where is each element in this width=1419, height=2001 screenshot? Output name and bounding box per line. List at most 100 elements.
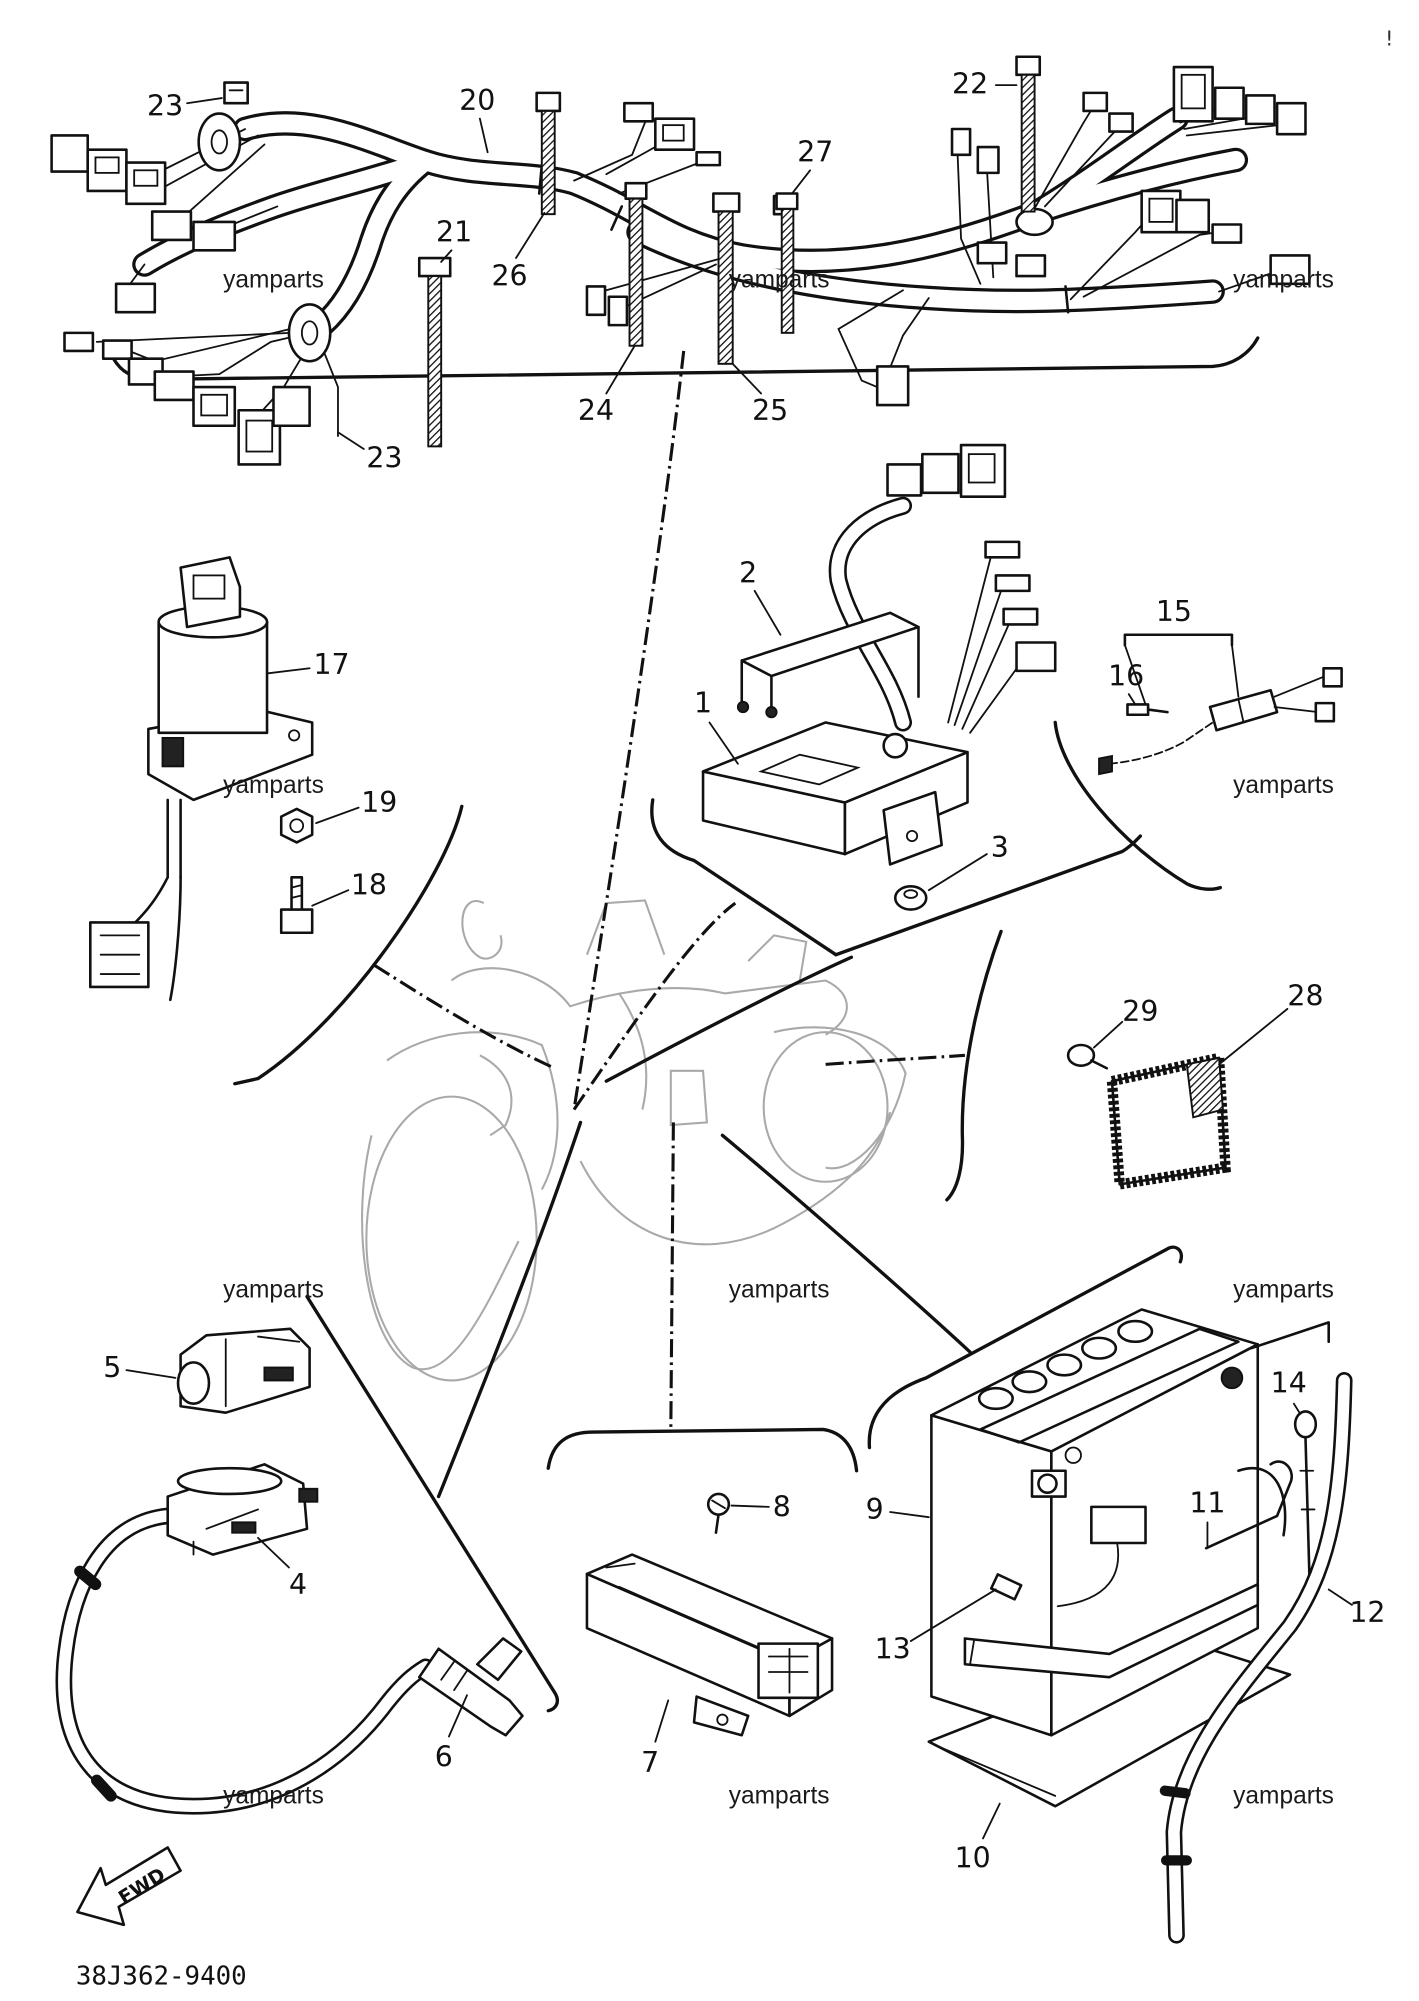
bolt-18: [279, 876, 314, 935]
callout-4: 4: [289, 1568, 307, 1601]
cable-tie-21: [417, 256, 452, 448]
callout-14: 14: [1271, 1367, 1307, 1400]
callout-9: 9: [866, 1493, 884, 1526]
ignitor-location-leader: [669, 1122, 675, 1433]
cable-tie-27: [775, 192, 799, 334]
nut-19: [279, 807, 314, 844]
leader-line: [478, 117, 489, 154]
battery-9: [930, 1308, 1260, 1737]
callout-19: 19: [361, 786, 397, 819]
leader-line: [982, 1802, 1001, 1840]
cable-tie-26: [535, 91, 562, 216]
leader-line: [1218, 1007, 1289, 1066]
grommet: [287, 303, 332, 363]
callout-13: 13: [875, 1632, 911, 1665]
fuse-holder-15: [1098, 667, 1343, 776]
leader-line: [1093, 1020, 1124, 1049]
screw-29: [1066, 1043, 1109, 1070]
wire-clip: [223, 81, 249, 105]
leader-line: [440, 249, 453, 263]
callout-labels: 23 20 22 27 21 26 24 25 23 2 17 15 16 1 …: [103, 67, 1385, 1874]
battery-location-leader: [720, 1133, 972, 1354]
spark-plug-cap-6: [417, 1637, 524, 1737]
watermark: yamparts: [1233, 1277, 1334, 1304]
switch-location-leader: [373, 963, 556, 1070]
watermark: yamparts: [729, 1277, 830, 1304]
callout-27: 27: [797, 136, 833, 169]
callout-21: 21: [436, 216, 472, 249]
callout-17: 17: [313, 648, 349, 681]
callout-28: 28: [1287, 979, 1323, 1012]
relay-unit-wiring: [828, 443, 1057, 734]
callout-15: 15: [1156, 595, 1192, 628]
callout-25: 25: [752, 394, 788, 427]
battery-callout-bracket: [1250, 1321, 1330, 1350]
coil-location-leader: [436, 1120, 583, 1499]
watermark: yamparts: [223, 1782, 324, 1809]
leader-line: [791, 169, 812, 195]
leader-line: [753, 589, 782, 636]
nut-3: [893, 885, 928, 911]
cdi-location-leader: [572, 901, 737, 1111]
callout-2: 2: [739, 556, 757, 589]
callout-26: 26: [491, 260, 527, 293]
callout-23: 23: [366, 441, 402, 474]
watermark: yamparts: [1233, 772, 1334, 799]
rectifier-section-bracket: [945, 929, 1003, 1202]
harness-location-leader: [572, 350, 686, 1110]
leader-line: [730, 1504, 770, 1508]
leader-line: [257, 1536, 290, 1569]
cable-tie-25: [712, 192, 741, 365]
grommet: [197, 112, 242, 172]
coil-section-bracket: [305, 1294, 559, 1713]
leader-line: [654, 1699, 670, 1743]
callout-1: 1: [694, 687, 712, 720]
callout-16: 16: [1108, 660, 1144, 693]
callout-18: 18: [351, 869, 387, 902]
harness-connectors: [50, 65, 1311, 466]
fuse-callout-bracket: [1123, 633, 1240, 706]
watermark: yamparts: [223, 772, 324, 799]
breather-hose-12: [1159, 1372, 1353, 1944]
leader-line: [605, 344, 636, 395]
ignitor-unit-7: [585, 1553, 834, 1737]
leader-line: [909, 1588, 997, 1642]
leader-line: [186, 97, 223, 105]
watermarks: yamparts yamparts yamparts yamparts yamp…: [223, 266, 1334, 1809]
watermark: yamparts: [729, 1782, 830, 1809]
hose-clamp-13: [989, 1573, 1023, 1601]
bracket-2: [736, 611, 920, 719]
callout-7: 7: [641, 1746, 659, 1779]
callout-24: 24: [578, 394, 614, 427]
motorcycle-frame-outline: [361, 899, 907, 1382]
battery-cover-11: [1204, 1460, 1293, 1550]
battery-band: [963, 1582, 1260, 1679]
diagram-part-code: 38J362-9400: [76, 1961, 247, 1991]
callout-8: 8: [773, 1490, 791, 1523]
cable-tie-24: [624, 181, 648, 347]
bolt-14: [1293, 1410, 1318, 1576]
callout-3: 3: [991, 831, 1009, 864]
callout-23: 23: [147, 89, 183, 122]
cdi-relay-section-bracket: [650, 798, 1143, 957]
screw-8: [706, 1492, 731, 1534]
leader-line: [1127, 693, 1137, 706]
callout-12: 12: [1349, 1596, 1385, 1629]
fuse-location-leader: [604, 955, 854, 1083]
callout-22: 22: [952, 67, 988, 100]
relay-unit-1: [701, 721, 969, 866]
ignitor-section-bracket: [546, 1427, 859, 1473]
clamp-ring: [1015, 207, 1054, 237]
leader-lines: [125, 84, 1353, 1840]
leader-line: [337, 431, 365, 450]
leader-line: [515, 211, 546, 259]
leader-line: [315, 806, 360, 825]
callout-20: 20: [459, 84, 495, 117]
harness-section-bracket: [111, 336, 1260, 381]
callout-10: 10: [955, 1841, 991, 1874]
leader-line: [1292, 1402, 1302, 1415]
fuse-section-bracket: [1053, 720, 1223, 891]
watermark: yamparts: [1233, 1782, 1334, 1809]
leader-line: [708, 721, 739, 765]
